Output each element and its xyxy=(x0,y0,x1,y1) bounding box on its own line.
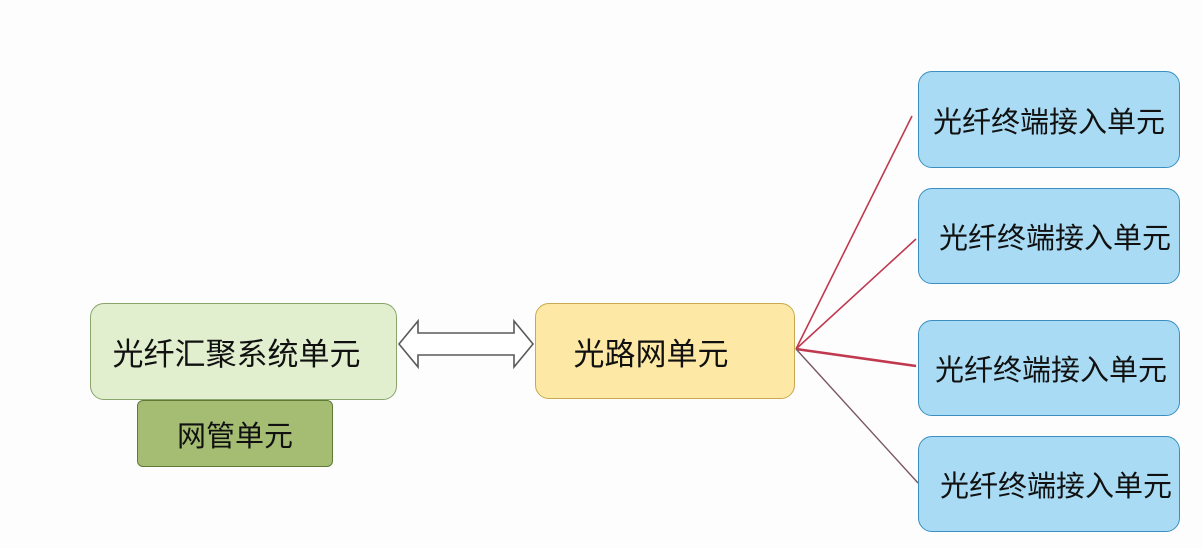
fiber-terminal-unit-1: 光纤终端接入单元 xyxy=(918,71,1180,168)
fiber-aggregation-unit: 光纤汇聚系统单元 xyxy=(90,303,397,400)
optical-network-unit-label: 光路网单元 xyxy=(573,336,729,373)
network-management-unit-label: 网管单元 xyxy=(176,418,293,453)
link-odn-terminal-3 xyxy=(795,347,917,368)
bidirectional-arrow xyxy=(397,318,535,370)
link-odn-terminal-4 xyxy=(795,348,919,484)
optical-network-unit: 光路网单元 xyxy=(535,303,795,399)
fiber-terminal-unit-2: 光纤终端接入单元 xyxy=(918,188,1180,284)
network-management-unit: 网管单元 xyxy=(137,400,333,467)
link-odn-terminal-1 xyxy=(795,115,913,350)
fiber-terminal-unit-label: 光纤终端接入单元 xyxy=(932,104,1165,139)
fiber-aggregation-unit-label: 光纤汇聚系统单元 xyxy=(112,337,361,373)
fiber-terminal-unit-3: 光纤终端接入单元 xyxy=(918,320,1180,416)
fiber-terminal-unit-label: 光纤终端接入单元 xyxy=(939,469,1172,503)
fiber-terminal-unit-label: 光纤终端接入单元 xyxy=(938,221,1171,255)
link-odn-terminal-2 xyxy=(795,238,917,350)
fiber-terminal-unit-4: 光纤终端接入单元 xyxy=(918,436,1180,532)
fiber-terminal-unit-label: 光纤终端接入单元 xyxy=(934,353,1167,387)
